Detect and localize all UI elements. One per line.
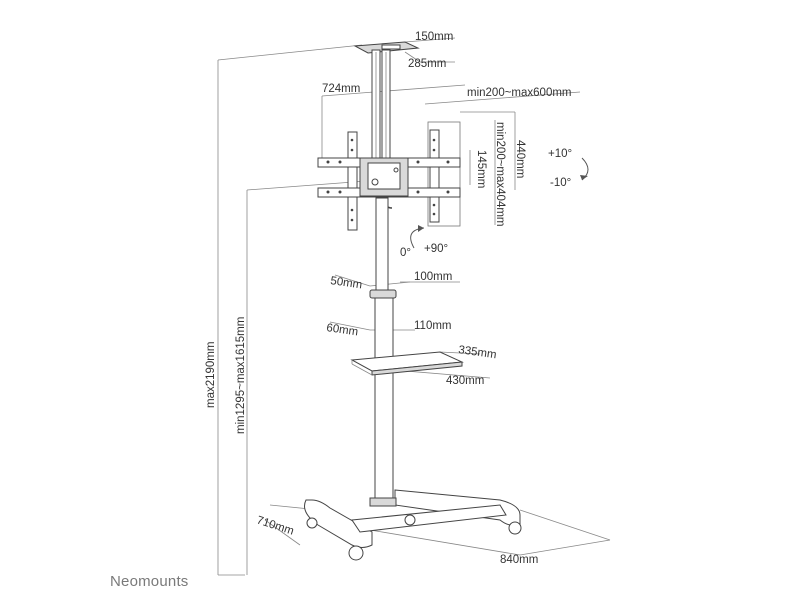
base [304,489,522,561]
label-rotation: 0° [400,247,411,259]
label-base-width: 840mm [500,554,538,566]
main-pole [369,197,397,501]
label-lower-pole-depth: 60mm [326,322,359,338]
label-upper-pole-depth: 50mm [330,275,363,291]
label-top-plate-width: 150mm [415,31,453,43]
shelf [350,351,464,376]
label-tilt-down: -10° [550,177,571,189]
label-bracket-width: 724mm [322,83,360,95]
vesa-bracket [317,121,461,231]
label-vesa-vertical: min200~max404mm [494,122,506,227]
label-shelf-depth: 335mm [458,344,498,361]
label-lower-pole-width: 110mm [414,320,452,332]
caster-front-right [508,521,522,535]
rotation-arrow [410,225,425,249]
label-top-plate-depth: 285mm [408,58,446,70]
caster-rear-right [404,514,416,526]
label-rotation-max: +90° [424,243,448,255]
label-base-depth: 710mm [255,514,295,537]
label-center-height: min1295~max1615mm [235,317,247,434]
tilt-arrow [580,157,589,181]
label-shelf-width: 430mm [446,375,484,387]
label-vesa-horizontal: min200~max600mm [467,87,572,99]
label-arm-offset: 145mm [475,150,487,188]
label-max-height: max2190mm [205,342,217,408]
label-upper-pole-width: 100mm [414,271,452,283]
caster-front-left [348,545,364,561]
caster-rear-left [306,517,318,529]
label-bracket-height: 440mm [514,140,526,178]
brand-logo: Neomounts [110,573,189,590]
label-tilt-up: +10° [548,148,572,160]
top-plate [353,41,420,54]
